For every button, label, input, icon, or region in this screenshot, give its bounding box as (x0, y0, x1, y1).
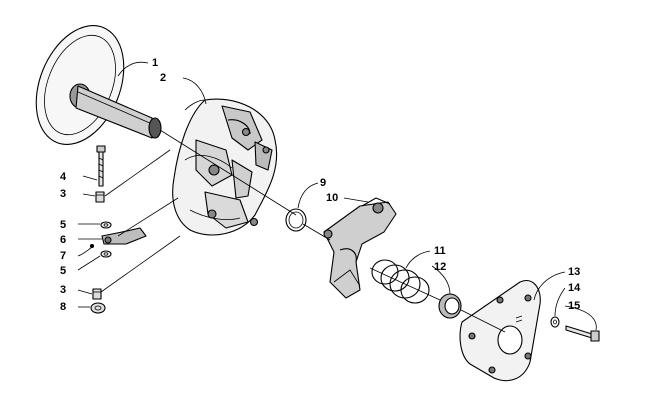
callout-5-lower: 5 (60, 265, 66, 277)
washer-5-upper (100, 221, 112, 229)
bushing-12 (438, 293, 462, 319)
nut-3-lower (92, 288, 102, 300)
bolt-15 (565, 325, 600, 342)
cover-plate-13 (459, 280, 541, 382)
bolt-4 (96, 145, 106, 187)
callout-3-lower: 3 (60, 284, 66, 296)
washer-14 (550, 316, 560, 328)
callout-13: 13 (568, 266, 580, 278)
callout-4: 4 (60, 171, 67, 183)
thrust-washer-9 (285, 208, 307, 232)
callout-12: 12 (434, 261, 446, 273)
movable-sheave (172, 98, 278, 236)
callout-8: 8 (60, 301, 66, 313)
callout-6: 6 (60, 234, 66, 246)
callout-9: 9 (320, 177, 326, 189)
callout-7: 7 (60, 250, 66, 262)
callout-5-upper: 5 (60, 219, 66, 231)
callout-1: 1 (152, 57, 158, 69)
roller-arm-6 (101, 227, 147, 245)
callout-14: 14 (568, 282, 581, 294)
washer-5-lower (100, 250, 112, 258)
washer-8 (90, 302, 106, 314)
callout-2: 2 (160, 72, 166, 84)
spider-10 (323, 197, 397, 299)
assembly-axis-lines (100, 129, 506, 333)
fixed-sheave (35, 25, 162, 145)
leader-lines (77, 61, 597, 331)
nut-3-upper (95, 191, 105, 203)
callouts: 1 2 4 3 5 6 7 5 3 8 9 10 11 12 13 14 15 (60, 57, 581, 313)
callout-10: 10 (326, 192, 338, 204)
callout-15: 15 (568, 300, 580, 312)
spring-11 (371, 259, 430, 304)
callout-11: 11 (434, 245, 446, 257)
callout-3-upper: 3 (60, 188, 66, 200)
